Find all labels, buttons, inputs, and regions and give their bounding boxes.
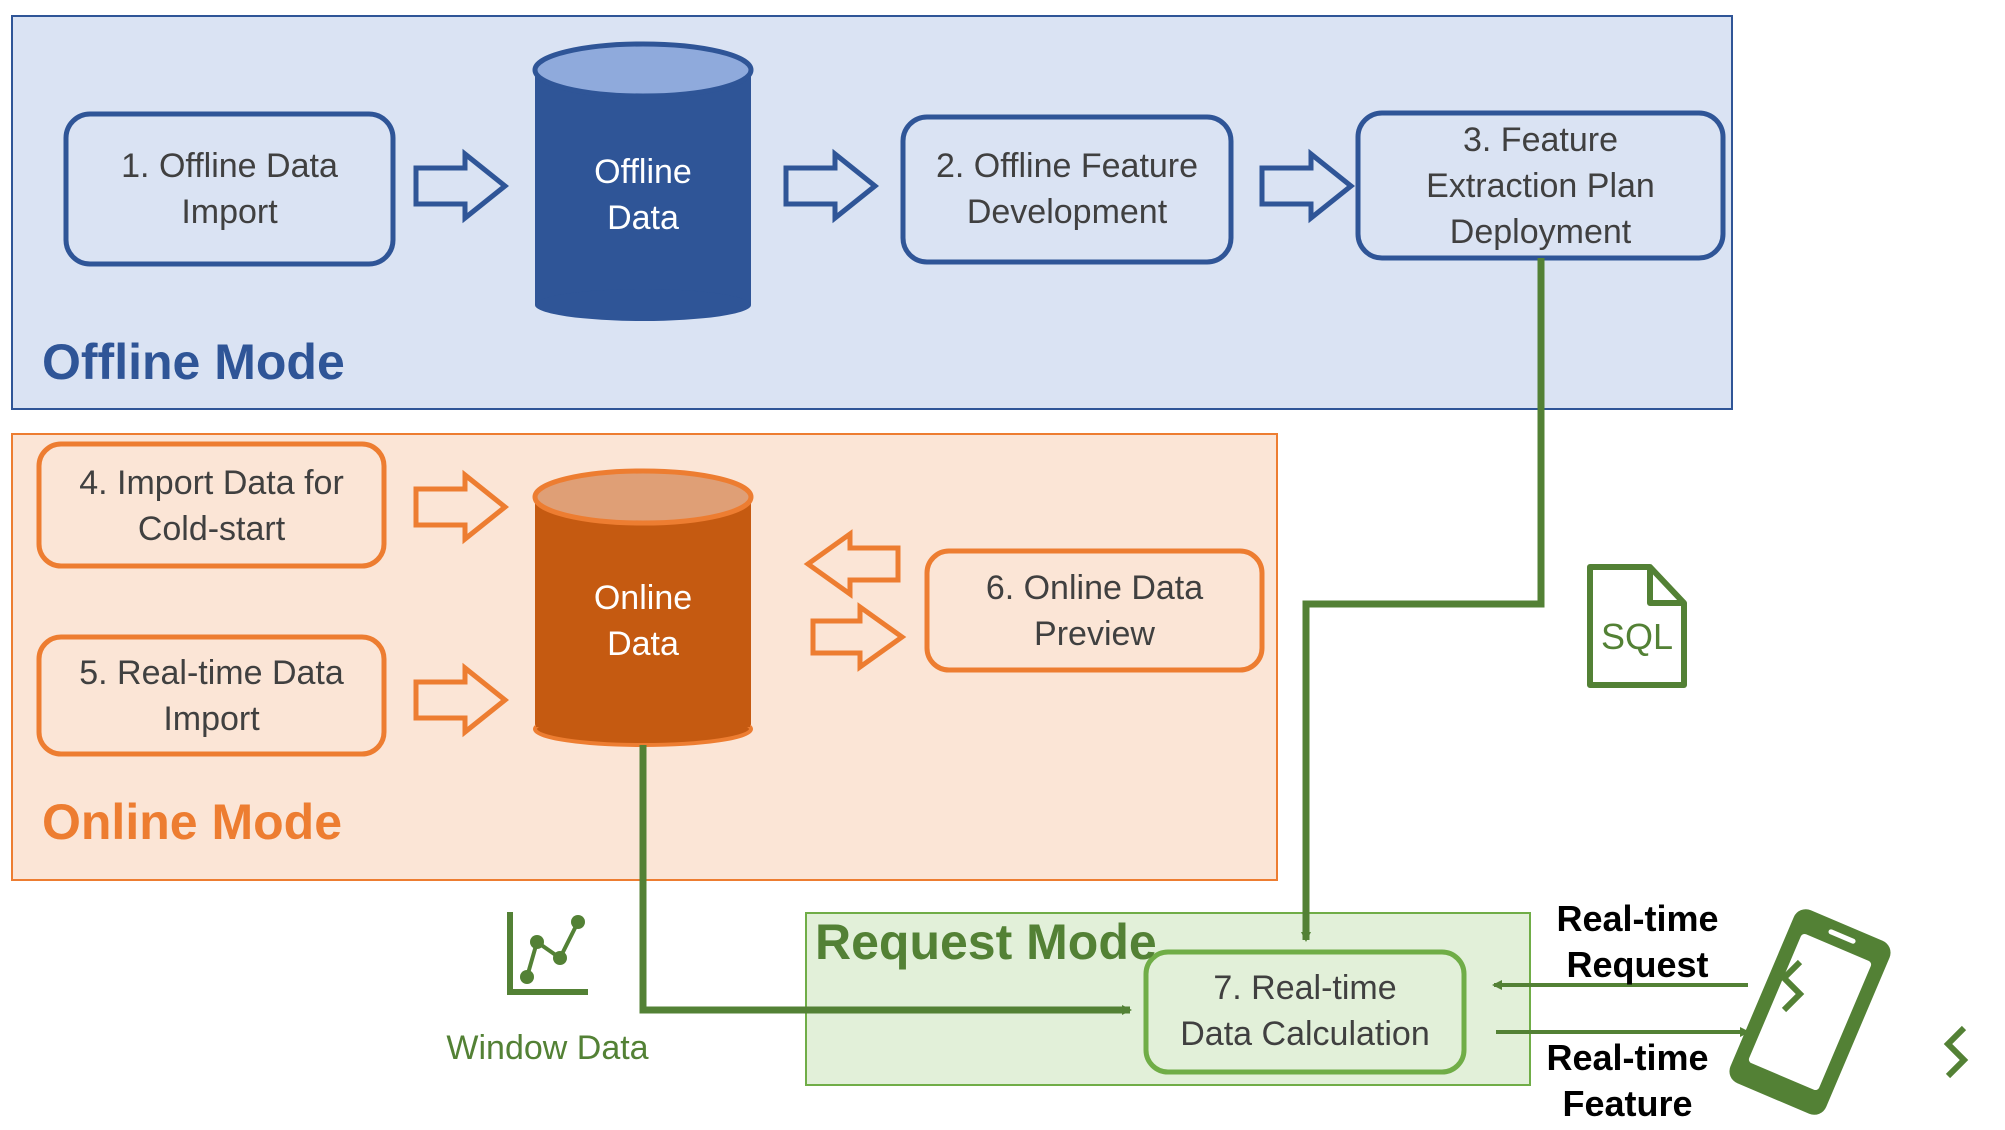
vibrating-phone-icon [1729, 909, 1891, 1115]
realtime-feature-line1: Real-time [1546, 1037, 1709, 1078]
step6-line1: 6. Online Data [985, 569, 1204, 607]
online-data-cylinder [532, 468, 754, 747]
step7-label: 7. Real-time Data Calculation [1146, 965, 1464, 1057]
sql-icon-text: SQL [1600, 616, 1674, 657]
step4-box [36, 441, 387, 569]
step3-line1: 3. Feature [1463, 121, 1618, 159]
step1-line1: 1. Offline Data [121, 147, 338, 185]
step3-label: 3. Feature Extraction Plan Deployment [1358, 117, 1723, 255]
step7-line1: 7. Real-time [1213, 969, 1397, 1007]
step4-label: 4. Import Data for Cold-start [39, 460, 384, 552]
online-data-label: Online Data [535, 575, 751, 667]
step3-line2: Extraction Plan [1426, 167, 1655, 205]
step6-box [924, 548, 1265, 673]
online-data-line1: Online [593, 579, 693, 617]
offline-mode-region [11, 15, 1733, 410]
step2-line1: 2. Offline Feature [935, 147, 1199, 185]
arrow-step4-to-online-data [413, 469, 510, 545]
vibration-right-icon [1943, 1025, 1969, 1079]
request-mode-title: Request Mode [815, 914, 1157, 970]
step5-label: 5. Real-time Data Import [39, 650, 384, 742]
step6-label: 6. Online Data Preview [927, 565, 1262, 657]
window-data-label: Window Data [446, 1029, 649, 1067]
step7-box [1143, 949, 1467, 1075]
step6-line2: Preview [1034, 615, 1155, 653]
step1-box [63, 111, 396, 267]
realtime-request-line1: Real-time [1556, 898, 1719, 939]
connector-step3-to-step7 [1301, 258, 1545, 942]
offline-data-line2: Data [607, 199, 679, 237]
offline-data-line1: Offline [594, 153, 692, 191]
step4-line1: 4. Import Data for [79, 464, 344, 502]
realtime-feature-label: Real-time Feature [1520, 1035, 1735, 1127]
step2-label: 2. Offline Feature Development [903, 143, 1231, 235]
step5-box [36, 634, 387, 757]
connector-online-data-to-step7 [639, 745, 1132, 1015]
vibration-left-icon [1779, 959, 1805, 1013]
offline-data-label: Offline Data [535, 149, 751, 241]
offline-data-cylinder [532, 41, 754, 321]
online-mode-title: Online Mode [42, 794, 342, 850]
step5-line1: 5. Real-time Data [79, 654, 344, 692]
arrow-step1-to-offline-data [413, 148, 510, 224]
arrow-online-data-to-step6 [810, 602, 907, 672]
realtime-request-label: Real-time Request [1530, 896, 1745, 988]
step3-line3: Deployment [1449, 213, 1632, 251]
offline-mode-title: Offline Mode [42, 334, 345, 390]
step2-line2: Development [966, 193, 1168, 231]
step1-label: 1. Offline Data Import [66, 143, 393, 235]
request-mode-region [805, 912, 1531, 1086]
arrow-step6-to-online-data [803, 529, 901, 599]
realtime-feature-line2: Feature [1562, 1083, 1693, 1124]
step1-line2: Import [181, 193, 278, 231]
line-chart-icon [507, 912, 588, 995]
arrow-step5-to-online-data [413, 662, 510, 738]
step4-line2: Cold-start [137, 510, 286, 548]
sql-file-icon [1587, 564, 1687, 688]
step2-box [900, 114, 1234, 265]
online-data-line2: Data [607, 625, 679, 663]
arrow-step2-to-step3 [1259, 148, 1356, 224]
step7-line2: Data Calculation [1180, 1015, 1430, 1053]
arrow-offline-data-to-step2 [783, 148, 880, 224]
step5-line2: Import [163, 700, 260, 738]
realtime-request-line2: Request [1566, 944, 1709, 985]
